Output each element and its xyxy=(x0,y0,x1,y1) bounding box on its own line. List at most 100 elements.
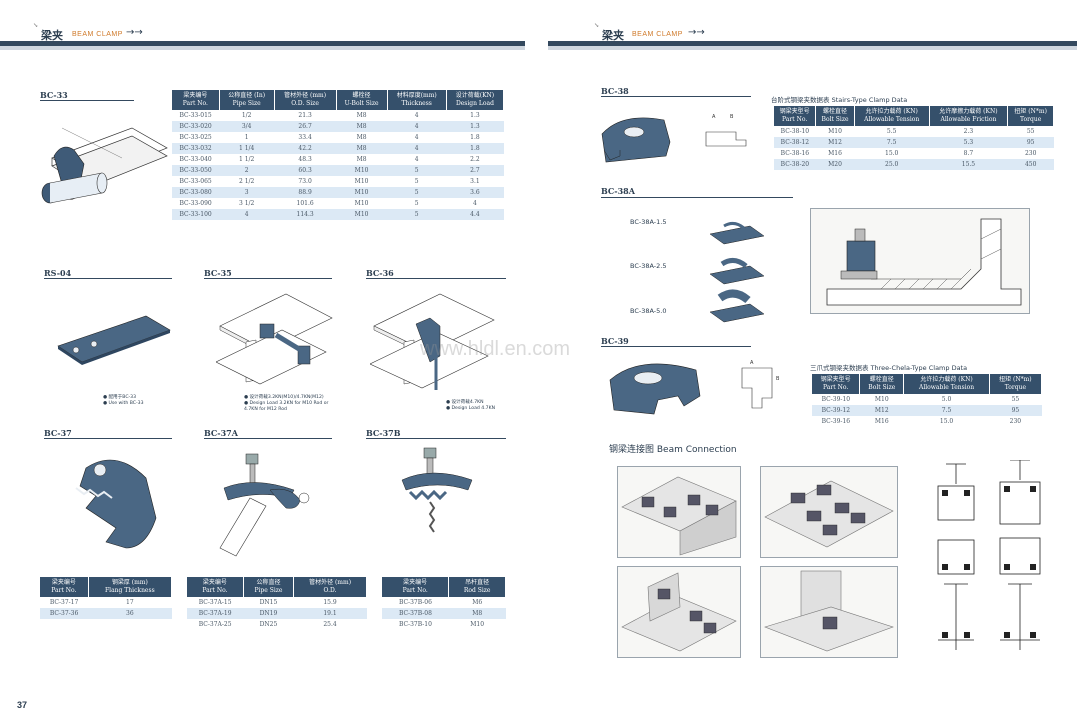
header-left-band xyxy=(0,41,525,46)
bc38a-underline xyxy=(601,197,793,198)
table-cell: 5 xyxy=(387,209,447,220)
bc36-note: ● 设计荷载4.7KN● Design Load 4.7KN xyxy=(446,400,496,411)
table-cell: BC-33-015 xyxy=(179,112,212,119)
table-cell: M8 xyxy=(448,608,506,619)
table-cell: M12 xyxy=(859,405,904,416)
table-cell: M10 xyxy=(354,200,369,207)
bc37b-underline xyxy=(366,438,506,439)
bc38a-drawings xyxy=(709,221,765,323)
table-cell: M10 xyxy=(336,165,388,176)
bc37a-drawing xyxy=(219,453,310,557)
header-left-band-shadow xyxy=(0,46,525,50)
table-cell: 73.0 xyxy=(298,178,312,185)
table-cell: M10 xyxy=(828,128,842,135)
table-cell: M8 xyxy=(336,121,388,132)
bc36-label: BC-36 xyxy=(366,268,394,278)
table-cell: 5.5 xyxy=(886,128,897,135)
table-cell: 4 xyxy=(414,112,419,119)
table-cell: 2.2 xyxy=(470,156,480,163)
rs04-drawing xyxy=(57,315,171,365)
table-cell: M8 xyxy=(336,143,388,154)
table-cell: M8 xyxy=(356,134,367,141)
table-cell: 1.8 xyxy=(446,143,504,154)
bc38a-label: BC-38A xyxy=(601,186,635,196)
table-cell: M8 xyxy=(356,156,367,163)
table-cell: 95 xyxy=(1007,137,1054,148)
header-left-title: 梁夹 xyxy=(41,29,63,42)
table-cell: 25.4 xyxy=(323,621,337,628)
table-cell: 2 xyxy=(219,165,275,176)
beam-connection-photo-4 xyxy=(760,566,898,658)
bc35-note: ● 设计荷载3.2KN(M10)/4.7KN(M12)● Design Load… xyxy=(244,395,329,412)
table-cell: 55 xyxy=(1011,396,1020,403)
beam-connection-photo-1 xyxy=(617,466,741,558)
bc37b-drawing xyxy=(401,447,473,533)
table-cell: M10 xyxy=(336,209,388,220)
header-right-mark: ↘ xyxy=(594,22,600,29)
table-cell: 55 xyxy=(1026,128,1035,135)
table-cell: 1 1/4 xyxy=(219,143,275,154)
table-cell: 21.3 xyxy=(298,112,312,119)
table-cell: BC-37A-19 xyxy=(187,608,244,619)
header-right-band xyxy=(548,41,1077,46)
bc33-header-1: 公称直径 (In)Pipe Size xyxy=(219,90,275,110)
bc38a-item-3: BC-38A-5.0 xyxy=(630,307,667,315)
rs04-underline xyxy=(44,278,172,279)
table-cell: BC-33-050 xyxy=(172,165,220,176)
table-cell: 3/4 xyxy=(219,121,275,132)
table-cell: 450 xyxy=(1007,159,1054,170)
table-cell: 60.3 xyxy=(274,165,337,176)
bc38a-section-image xyxy=(810,208,1030,314)
table-cell: 95 xyxy=(989,405,1042,416)
bc33-underline xyxy=(40,100,134,101)
table-cell: 36 xyxy=(88,608,172,619)
beam-connection-diagrams xyxy=(937,460,1041,650)
table-cell: BC-38-16 xyxy=(780,150,810,157)
table-cell: M10 xyxy=(874,396,889,403)
bc36-underline xyxy=(366,278,506,279)
svg-text:B: B xyxy=(776,376,780,382)
table-cell: 2.3 xyxy=(963,128,974,135)
bc38a-item-2: BC-38A-2.5 xyxy=(630,262,667,270)
table-cell: 230 xyxy=(1009,418,1022,425)
svg-text:A: A xyxy=(712,114,716,120)
rs04-note: ● 配用于BC-33● Use with BC-33 xyxy=(103,395,144,406)
table-cell: 5 xyxy=(387,187,447,198)
table-cell: 5 xyxy=(387,165,447,176)
table-cell: 4 xyxy=(414,156,419,163)
table-cell: BC-38-10 xyxy=(780,128,810,135)
table-cell: 19.1 xyxy=(293,608,367,619)
table-cell: DN25 xyxy=(259,621,278,628)
table-cell: 1 1/2 xyxy=(238,156,255,163)
table-cell: BC-33-025 xyxy=(179,134,212,141)
table-cell: 88.9 xyxy=(274,187,337,198)
table-cell: BC-37-36 xyxy=(40,608,89,619)
table-cell: DN19 xyxy=(243,608,294,619)
table-cell: BC-38-12 xyxy=(774,137,816,148)
bc39-header-3: 扭矩 (N*m)Torque xyxy=(989,374,1043,394)
table-cell: BC-33-032 xyxy=(172,143,220,154)
table-cell: 4 xyxy=(414,134,419,141)
table-cell: M10 xyxy=(354,178,369,185)
table-cell: BC-37A-15 xyxy=(198,599,232,606)
